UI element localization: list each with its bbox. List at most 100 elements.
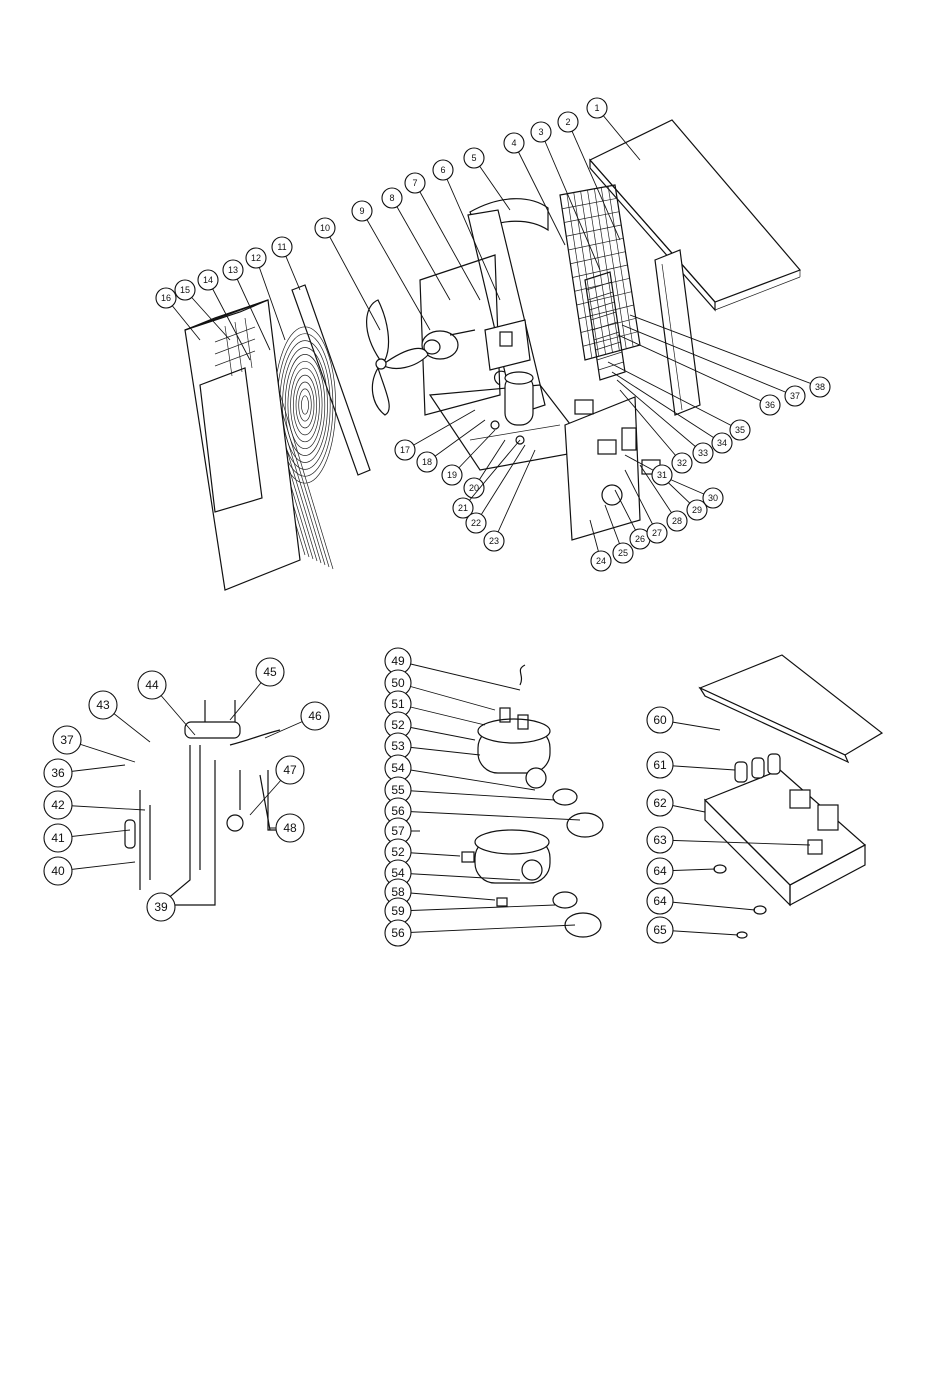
callout-18: 18	[417, 452, 437, 472]
callout-label: 24	[596, 556, 606, 566]
callout-label: 1	[594, 103, 599, 113]
callout-38: 38	[810, 377, 830, 397]
callout-16: 16	[156, 288, 176, 308]
callout-label: 31	[657, 470, 667, 480]
callout-34: 34	[712, 433, 732, 453]
main-unit-exploded-view	[185, 120, 800, 590]
callout-41: 41	[44, 824, 72, 852]
callout-11: 11	[272, 237, 292, 257]
callout-label: 17	[400, 445, 410, 455]
heat-exchanger-callouts: 4950515253545556575254585956	[385, 648, 580, 946]
callout-label: 40	[51, 864, 65, 878]
callout-40: 40	[44, 857, 72, 885]
callout-leader-4	[514, 143, 565, 245]
callout-label: 11	[277, 242, 286, 252]
coil-assembly	[585, 272, 625, 380]
callout-label: 58	[391, 885, 405, 899]
callout-31: 31	[652, 465, 672, 485]
callout-label: 27	[652, 528, 662, 538]
callout-61: 61	[647, 752, 673, 778]
callout-60: 60	[647, 707, 673, 733]
callout-leader-58	[398, 892, 495, 900]
fan-motor	[422, 330, 475, 359]
callout-label: 37	[60, 733, 74, 747]
fan-blade	[367, 300, 428, 415]
refrigeration-piping-view	[125, 700, 280, 905]
callout-leader-56	[398, 811, 580, 820]
callout-8: 8	[382, 188, 402, 208]
callout-label: 26	[635, 534, 645, 544]
callout-label: 34	[717, 438, 727, 448]
callout-label: 13	[228, 265, 238, 275]
callout-label: 36	[765, 400, 775, 410]
callout-label: 65	[653, 923, 667, 937]
callout-label: 29	[692, 505, 702, 515]
callout-label: 50	[391, 676, 405, 690]
callout-5: 5	[464, 148, 484, 168]
callout-2: 2	[558, 112, 578, 132]
heat-exchanger-view	[462, 665, 603, 937]
callout-64: 64	[647, 888, 673, 914]
callout-label: 38	[815, 382, 825, 392]
front-housing	[185, 300, 300, 590]
callout-14: 14	[198, 270, 218, 290]
callout-label: 47	[283, 763, 297, 777]
callout-10: 10	[315, 218, 335, 238]
callout-leader-49	[398, 661, 520, 690]
callout-56: 56	[385, 920, 411, 946]
control-box-view	[700, 655, 882, 938]
callout-label: 61	[653, 758, 667, 772]
callout-label: 18	[422, 457, 432, 467]
service-panel	[565, 397, 660, 540]
callout-label: 19	[447, 470, 457, 480]
callout-label: 2	[565, 117, 570, 127]
callout-leader-10	[325, 228, 380, 330]
callout-label: 35	[735, 425, 745, 435]
callout-label: 22	[471, 518, 481, 528]
callout-leader-64	[660, 901, 755, 910]
callout-label: 4	[511, 138, 516, 148]
callout-13: 13	[223, 260, 243, 280]
callout-label: 63	[653, 833, 667, 847]
callout-label: 14	[203, 275, 213, 285]
callout-label: 3	[538, 127, 543, 137]
callout-3: 3	[531, 122, 551, 142]
callout-35: 35	[730, 420, 750, 440]
callout-label: 55	[391, 783, 405, 797]
callout-label: 59	[391, 904, 405, 918]
callout-39: 39	[147, 893, 175, 921]
callout-23: 23	[484, 531, 504, 551]
callout-leader-38	[630, 315, 820, 387]
callout-label: 64	[653, 894, 667, 908]
callout-label: 25	[618, 548, 628, 558]
callout-leader-7	[415, 183, 480, 300]
callout-label: 54	[391, 761, 405, 775]
callout-37: 37	[785, 386, 805, 406]
callout-label: 48	[283, 821, 297, 835]
callout-label: 12	[251, 253, 261, 263]
callout-7: 7	[405, 173, 425, 193]
callout-label: 56	[391, 804, 405, 818]
callout-label: 46	[308, 709, 322, 723]
callout-65: 65	[647, 917, 673, 943]
callout-36: 36	[760, 395, 780, 415]
callout-22: 22	[466, 513, 486, 533]
callout-label: 15	[180, 285, 190, 295]
callout-label: 45	[263, 665, 277, 679]
callout-1: 1	[587, 98, 607, 118]
callout-label: 60	[653, 713, 667, 727]
callout-42: 42	[44, 791, 72, 819]
callout-27: 27	[647, 523, 667, 543]
callout-leader-18	[427, 420, 485, 462]
callout-45: 45	[256, 658, 284, 686]
callout-label: 7	[412, 178, 417, 188]
callout-19: 19	[442, 465, 462, 485]
callout-label: 9	[359, 206, 364, 216]
callout-leader-59	[398, 905, 555, 911]
callout-label: 42	[51, 798, 65, 812]
callout-62: 62	[647, 790, 673, 816]
callout-label: 30	[708, 493, 718, 503]
callout-48: 48	[276, 814, 304, 842]
